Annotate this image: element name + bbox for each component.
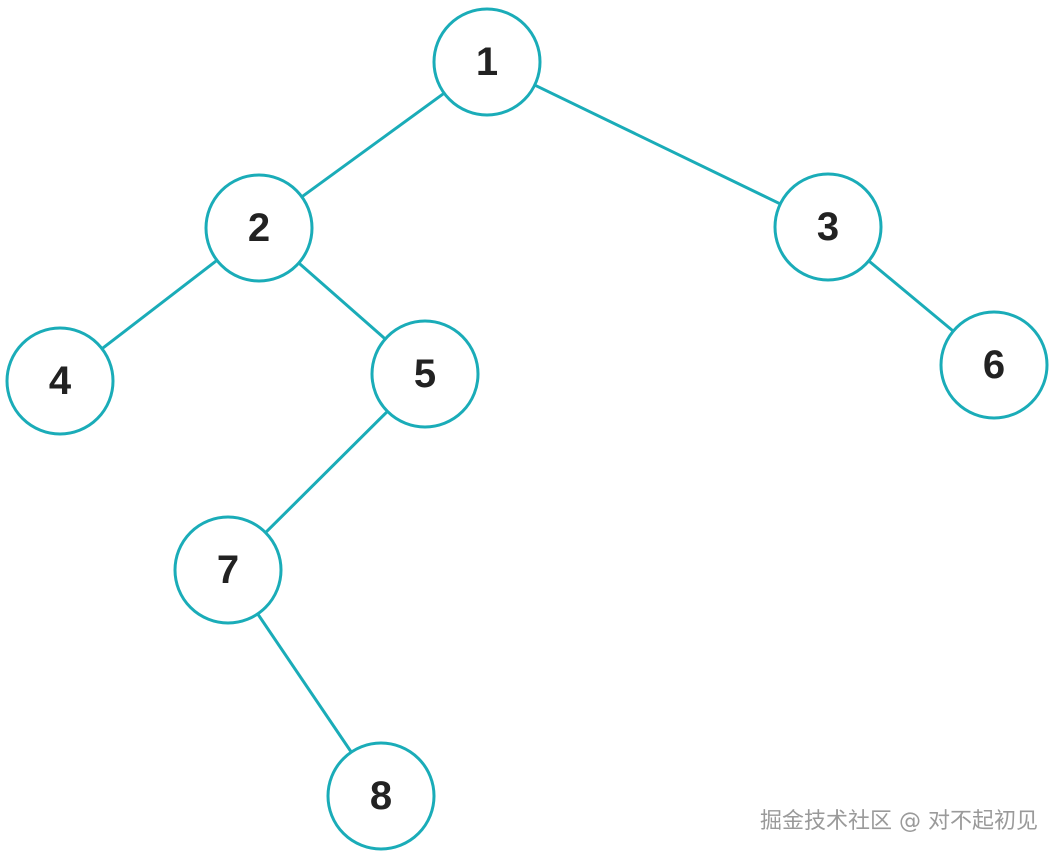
node-label: 7 [217,548,239,592]
tree-node-3: 3 [773,172,883,282]
edges-layer [101,83,955,753]
node-label: 3 [817,205,839,249]
node-circle [370,319,480,429]
node-circle [204,173,314,283]
node-label: 1 [476,40,498,84]
node-circle [773,172,883,282]
node-circle [326,741,436,851]
tree-node-5: 5 [370,319,480,429]
edge-n7-n8 [256,613,353,753]
node-label: 2 [248,206,270,250]
tree-node-1: 1 [432,7,542,117]
nodes-layer: 1 2 3 4 5 6 7 8 [5,7,1049,851]
node-circle [432,7,542,117]
edge-n5-n7 [264,410,389,534]
node-circle [5,326,115,436]
tree-node-6: 6 [939,310,1049,420]
watermark-text: 掘金技术社区 @ 对不起初见 [760,809,1038,834]
node-label: 6 [983,343,1005,387]
edge-n3-n6 [867,259,955,333]
tree-node-7: 7 [173,515,283,625]
tree-node-2: 2 [204,173,314,283]
tree-node-8: 8 [326,741,436,851]
tree-node-4: 4 [5,326,115,436]
edge-n2-n5 [297,261,387,341]
node-label: 5 [414,352,436,396]
edge-n1-n2 [300,91,446,199]
node-circle [939,310,1049,420]
node-circle [173,515,283,625]
node-label: 8 [370,774,392,818]
edge-n1-n3 [534,83,781,206]
node-label: 4 [49,359,72,403]
edge-n2-n4 [101,259,218,350]
